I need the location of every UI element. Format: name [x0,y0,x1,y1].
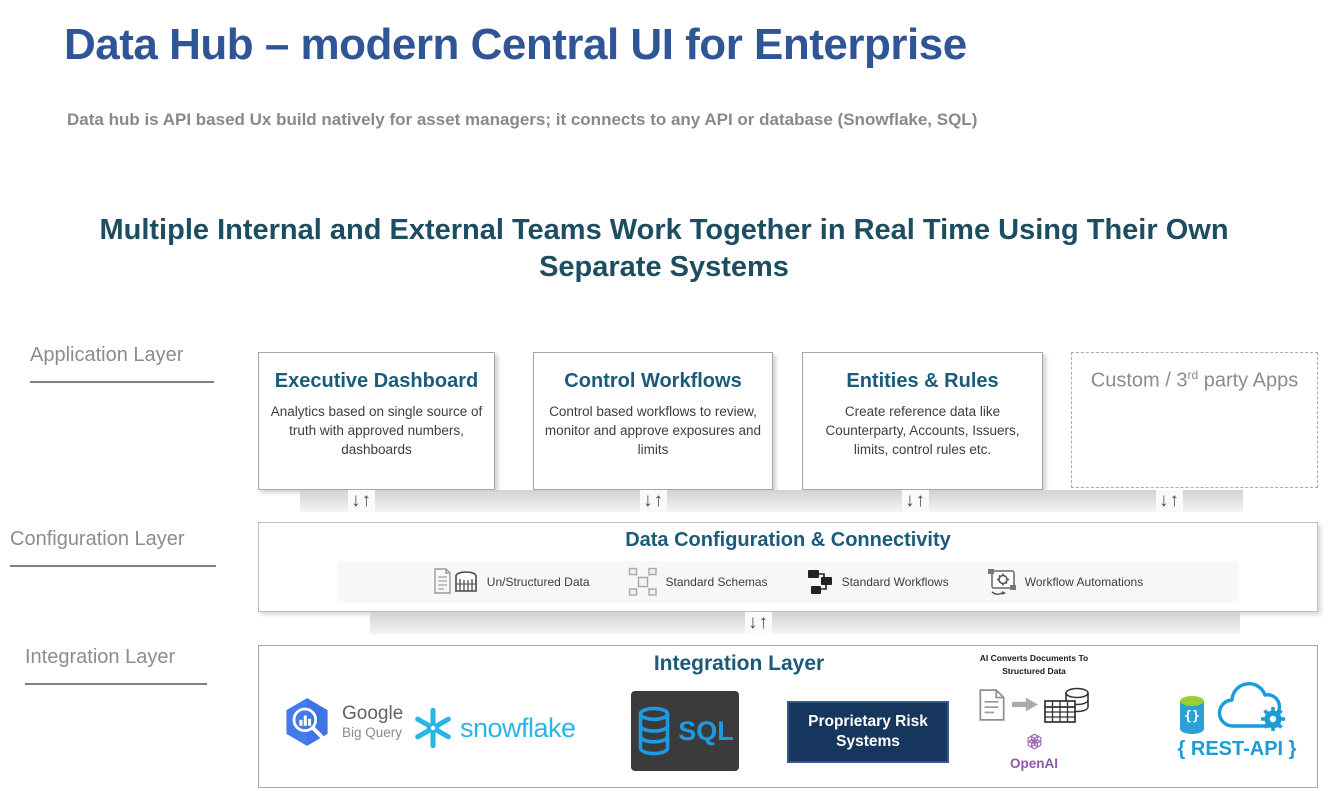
integration-layer-underline [25,683,207,685]
config-item-unstructured-data: Un/Structured Data [433,567,590,597]
custom-title-suffix: party Apps [1198,369,1299,392]
entities-rules-card: Entities & Rules Create reference data l… [802,352,1043,490]
svg-text:{}: {} [1184,709,1200,724]
control-workflows-description: Control based workflows to review, monit… [544,404,762,457]
application-layer-underline [30,381,214,383]
integration-layer-panel: Integration Layer Google Big Query [258,645,1318,788]
structured-data-icon [1044,687,1089,723]
ai-caption-line2: Structured Data [1002,665,1066,676]
executive-dashboard-title: Executive Dashboard [274,370,479,392]
google-text: Google [342,703,404,725]
page-title: Data Hub – modern Central UI for Enterpr… [64,20,967,69]
control-workflows-card: Control Workflows Control based workflow… [533,352,773,490]
snowflake-logo: snowflake [411,706,576,750]
configuration-items-row: Un/Structured Data Standard Schemas [338,561,1238,603]
openai-logo: OpenAI [959,732,1109,771]
config-item-label: Workflow Automations [1024,575,1144,589]
page-subtitle: Data hub is API based Ux build natively … [67,110,978,129]
data-configuration-connectivity-title: Data Configuration & Connectivity [625,529,951,551]
rest-api-group: {} [1157,682,1317,761]
openai-icon [1027,732,1041,750]
standard-schemas-icon [628,567,657,596]
sql-database-icon [638,706,670,756]
updown-arrow-icon: ↓↑ [902,490,929,512]
config-item-workflow-automations: Workflow Automations [987,568,1144,596]
updown-arrow-icon: ↓↑ [348,490,375,512]
executive-dashboard-card: Executive Dashboard Analytics based on s… [258,352,495,490]
google-bigquery-logo: Google Big Query [281,696,403,748]
custom-title-prefix: Custom / 3 [1090,369,1188,392]
configuration-layer-label-text: Configuration Layer [10,528,185,550]
proprietary-risk-systems-box: Proprietary Risk Systems [787,701,949,763]
app-to-config-shadow-band [300,490,1243,512]
custom-title-sup: rd [1187,368,1199,382]
integration-layer-label-text: Integration Layer [25,646,176,668]
config-item-standard-workflows: Standard Workflows [806,568,949,596]
sql-text: SQL [678,715,734,746]
config-item-standard-schemas: Standard Schemas [628,567,768,597]
updown-arrow-icon: ↓↑ [640,490,667,512]
standard-workflows-icon [807,570,832,594]
config-item-label: Standard Schemas [665,575,768,589]
section-heading-text: Multiple Internal and External Teams Wor… [99,214,1229,284]
bigquery-text: Big Query [342,724,403,740]
updown-arrow-icon: ↓↑ [745,612,772,634]
google-bigquery-icon [286,698,328,746]
snowflake-icon [415,707,451,749]
executive-dashboard-description: Analytics based on single source of trut… [270,404,483,457]
custom-third-party-apps-title: Custom / 3rd party Apps [1078,368,1311,393]
ai-caption-line1: AI Converts Documents To [979,653,1089,663]
integration-layer-title: Integration Layer [653,652,825,675]
custom-third-party-apps-card: Custom / 3rd party Apps [1071,352,1318,488]
config-item-label: Un/Structured Data [486,575,590,589]
integration-layer-label: Integration Layer [25,646,207,685]
openai-text: OpenAI [1009,755,1058,771]
control-workflows-title: Control Workflows [564,370,742,392]
ai-icons-row [959,686,1109,724]
rest-api-icons: {} [1157,682,1317,736]
entities-rules-description: Create reference data like Counterparty,… [825,404,1020,457]
application-layer-label: Application Layer [30,344,214,383]
entities-rules-title: Entities & Rules [846,370,999,392]
updown-arrow-icon: ↓↑ [1156,490,1183,512]
ai-document-conversion-group: AI Converts Documents To Structured Data [959,652,1109,771]
workflow-automations-icon [987,569,1016,596]
snowflake-text: snowflake [460,712,576,743]
proprietary-risk-systems-text: Proprietary Risk Systems [808,712,928,750]
application-layer-label-text: Application Layer [30,344,184,366]
conversion-arrow-icon [1012,697,1038,712]
sql-logo: SQL [631,691,739,771]
section-heading: Multiple Internal and External Teams Wor… [0,212,1328,286]
unstructured-data-icon [434,568,477,594]
api-database-icon: {} [1180,696,1204,734]
config-item-label: Standard Workflows [841,575,949,589]
data-configuration-connectivity-panel: Data Configuration & Connectivity [258,522,1318,612]
configuration-layer-underline [10,565,216,567]
document-icon [979,688,1005,721]
config-to-integration-shadow-band [370,612,1240,634]
configuration-layer-label: Configuration Layer [10,528,216,567]
cloud-gear-icon [1217,682,1285,731]
rest-api-text: { REST-API } [1177,738,1297,760]
